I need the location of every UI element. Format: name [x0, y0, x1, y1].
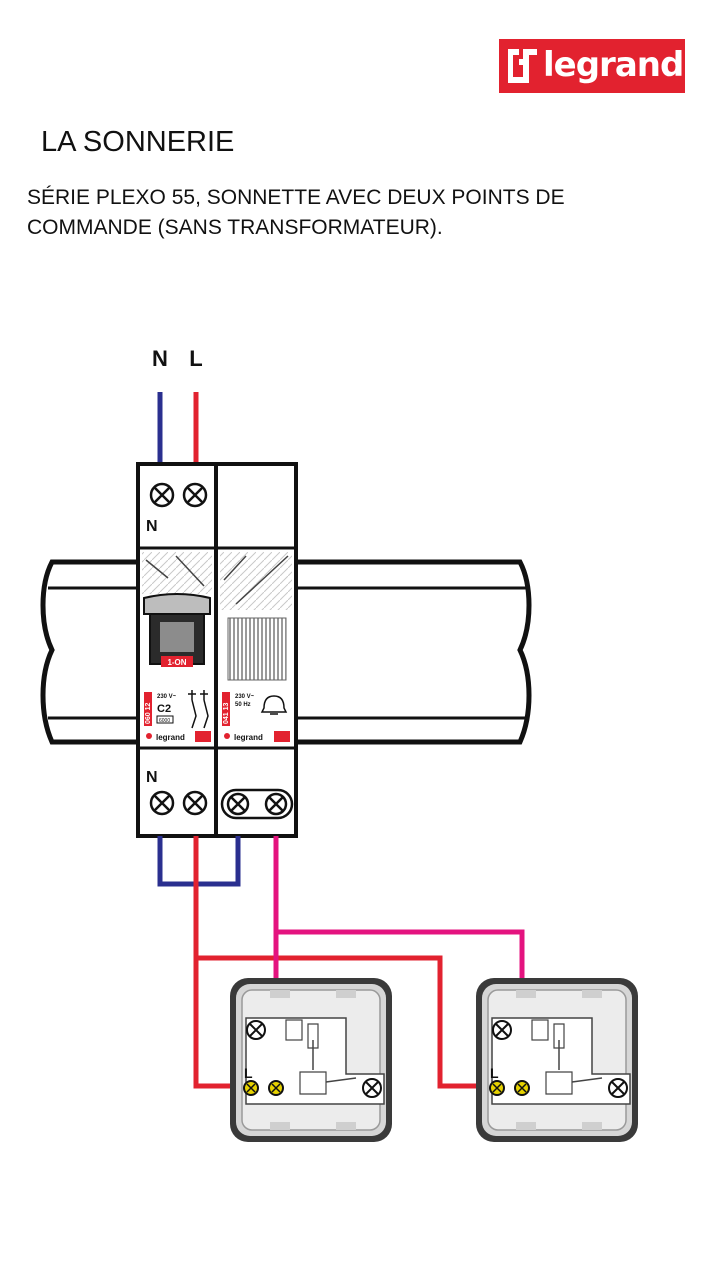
supply-neutral-label: N [152, 346, 168, 371]
push-button-2: L [476, 978, 638, 1142]
push-button-1: L [230, 978, 392, 1142]
breaker-brand: legrand [156, 733, 185, 742]
supply-live-label: L [189, 346, 202, 371]
brand-name: legrand [543, 45, 684, 85]
bell-icon [260, 695, 288, 715]
breaker-top-terminals [149, 482, 208, 508]
breaker-rating: C2 [157, 703, 171, 715]
bell-label-plate: 041 13 230 V~ 50 Hz legrand [222, 692, 290, 742]
page-title: LA SONNERIE [41, 126, 235, 158]
breaker-neutral-top-label: N [146, 518, 158, 535]
bell-window [220, 552, 292, 610]
supply-wires: N L [152, 346, 203, 466]
breaker-voltage: 230 V~ [157, 694, 177, 700]
legrand-logo-icon [508, 49, 537, 83]
bell-terminals [220, 788, 294, 820]
neutral-jumper-wire [157, 836, 241, 887]
bell-grille [227, 617, 287, 681]
breaker-label-plate: 060 12 230 V~ C2 6000 legrand [144, 690, 211, 742]
bell-brand: legrand [234, 733, 263, 742]
breaker-neutral-bottom-label: N [146, 769, 158, 786]
bell-ref: 041 13 [223, 702, 230, 724]
breaker-code: 6000 [159, 718, 170, 724]
legrand-logo: legrand [499, 39, 685, 93]
breaker-ref: 060 12 [145, 702, 152, 724]
breaker-state-label: 1-ON [167, 658, 186, 667]
switch-2-terminal-label: L [490, 1065, 499, 1081]
circuit-breaker: N 1-ON 060 12 230 V~ C2 6000 legrand N [136, 462, 218, 838]
bell-module: 041 13 230 V~ 50 Hz legrand [214, 462, 298, 838]
page-subtitle: SÉRIE PLEXO 55, SONNETTE AVEC DEUX POINT… [27, 186, 565, 239]
breaker-bottom-terminals [149, 790, 208, 816]
bell-voltage: 230 V~ [235, 694, 255, 700]
bell-frequency: 50 Hz [235, 702, 251, 708]
breaker-window [142, 552, 212, 594]
breaker-toggle: 1-ON [143, 593, 211, 667]
switch-1-terminal-label: L [244, 1065, 253, 1081]
